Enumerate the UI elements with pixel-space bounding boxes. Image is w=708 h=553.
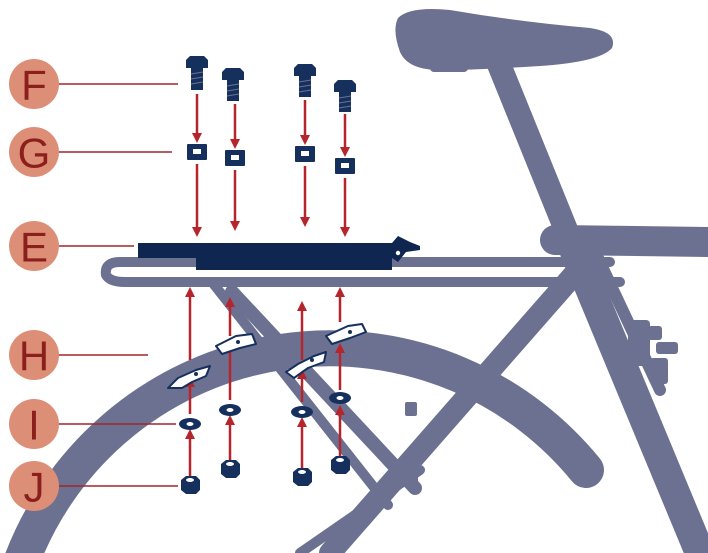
callout-label-J: J — [24, 464, 45, 511]
washer — [291, 406, 313, 418]
square-nut — [225, 150, 245, 166]
rack-strut — [225, 285, 422, 495]
square-nut — [295, 146, 315, 162]
washer — [329, 392, 351, 404]
bicycle-silhouette — [5, 50, 708, 553]
washers — [179, 392, 351, 430]
bolt — [186, 56, 208, 90]
bolt — [222, 68, 244, 101]
hex-nut — [221, 460, 240, 478]
square-nut — [335, 158, 355, 174]
square-nut — [187, 144, 207, 160]
saddle-clamp — [430, 60, 468, 72]
saddle — [395, 9, 614, 70]
seat-tube — [560, 237, 708, 553]
washer — [219, 404, 241, 416]
callout-J: J — [9, 461, 59, 511]
hex-nut — [181, 476, 200, 494]
bracket-clip — [215, 333, 257, 355]
bracket-clip — [285, 351, 327, 379]
washer — [179, 418, 201, 430]
seat-post — [486, 50, 587, 264]
callouts: F G E H I J — [9, 59, 59, 511]
callout-label-I: I — [28, 402, 40, 449]
callout-E: E — [9, 221, 59, 271]
callout-label-G: G — [18, 130, 51, 177]
mounting-plate — [138, 236, 420, 270]
chain-stay — [295, 465, 425, 553]
callout-label-E: E — [20, 224, 48, 271]
callout-G: G — [9, 127, 59, 177]
hex-nut — [293, 468, 312, 486]
rack-platform — [100, 257, 625, 287]
callout-label-F: F — [21, 62, 47, 109]
top-tube — [540, 225, 708, 257]
arrows — [185, 94, 350, 476]
square-nuts — [187, 144, 355, 174]
callout-F: F — [9, 59, 59, 109]
bolt — [334, 80, 356, 112]
hex-nut — [331, 456, 350, 474]
bolts — [186, 56, 356, 112]
bolt — [294, 64, 316, 97]
hex-nuts — [181, 456, 350, 494]
seat-clamp-hardware — [404, 320, 678, 486]
bracket-clips — [167, 323, 367, 389]
rack-strut-2 — [207, 277, 393, 510]
bracket-clip — [325, 323, 367, 345]
bracket-clip — [167, 365, 211, 389]
rear-wheel — [5, 330, 604, 553]
callout-I: I — [9, 399, 59, 449]
callout-H: H — [9, 330, 59, 380]
callout-label-H: H — [19, 333, 49, 380]
leader-lines — [58, 83, 178, 487]
